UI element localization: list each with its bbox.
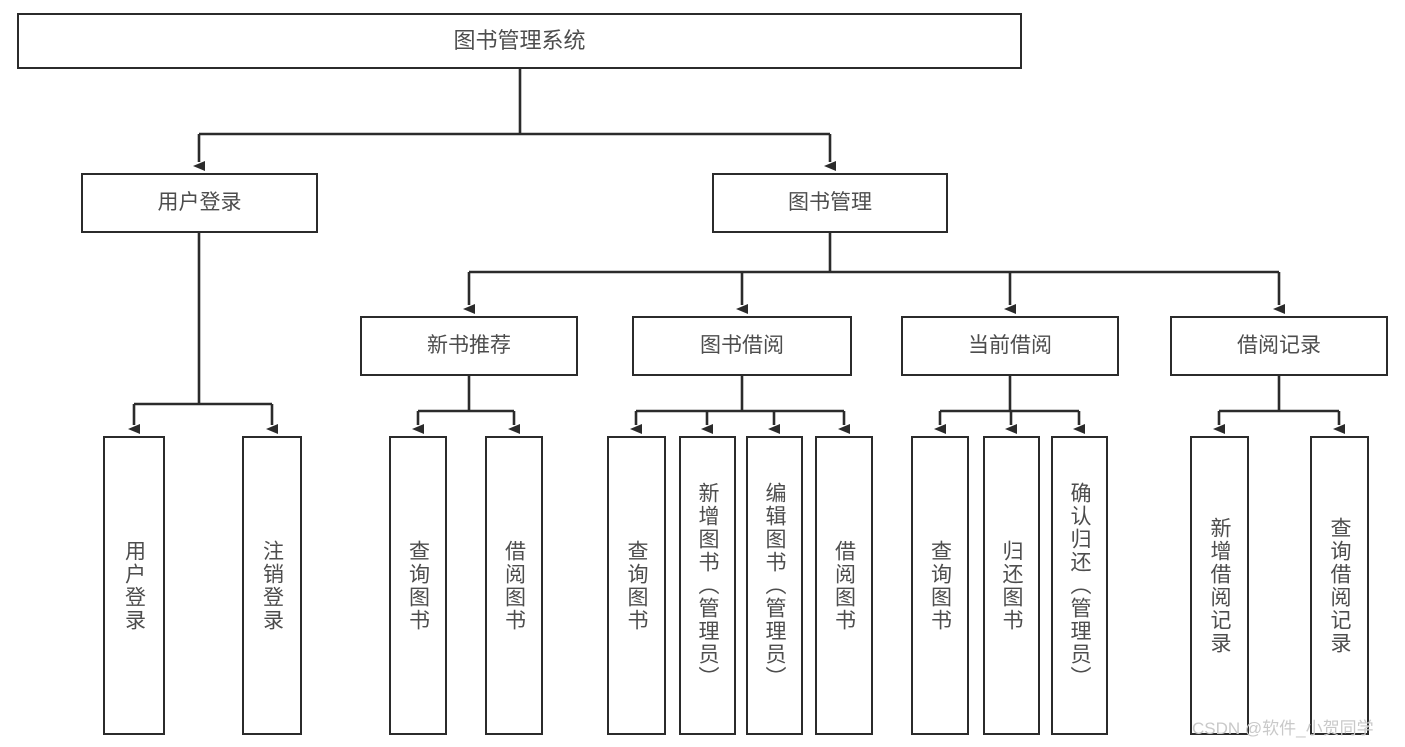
node-new-book-recommend-label: 新书推荐 [427, 333, 511, 357]
node-leaf-borrow-book-1-label: 借阅图书 [502, 539, 526, 632]
node-leaf-query-borrow-record-label: 查询借阅记录 [1328, 516, 1351, 655]
node-leaf-user-logout-label: 注销登录 [260, 539, 284, 632]
node-leaf-query-book-2[interactable]: 查询图书 [607, 436, 666, 735]
watermark: CSDN @软件_小贺同学 [1192, 719, 1374, 738]
node-leaf-query-borrow-record[interactable]: 查询借阅记录 [1310, 436, 1369, 735]
node-leaf-edit-book-label: 编辑图书（管理员） [763, 482, 786, 689]
node-new-book-recommend[interactable]: 新书推荐 [360, 316, 578, 376]
node-leaf-borrow-book-2[interactable]: 借阅图书 [815, 436, 873, 735]
node-current-borrow-label: 当前借阅 [968, 333, 1052, 357]
node-leaf-user-login[interactable]: 用户登录 [103, 436, 165, 735]
node-leaf-borrow-book-1[interactable]: 借阅图书 [485, 436, 543, 735]
node-leaf-query-book-1-label: 查询图书 [406, 539, 430, 632]
node-leaf-confirm-return-label: 确认归还（管理员） [1068, 482, 1091, 689]
node-borrow-record[interactable]: 借阅记录 [1170, 316, 1388, 376]
node-user-login[interactable]: 用户登录 [81, 173, 318, 233]
node-leaf-add-book[interactable]: 新增图书（管理员） [679, 436, 736, 735]
node-leaf-return-book[interactable]: 归还图书 [983, 436, 1040, 735]
node-borrow-record-label: 借阅记录 [1237, 333, 1321, 357]
node-book-manage[interactable]: 图书管理 [712, 173, 948, 233]
node-user-login-label: 用户登录 [157, 190, 242, 214]
node-leaf-user-login-label: 用户登录 [122, 539, 146, 632]
node-leaf-query-book-1[interactable]: 查询图书 [389, 436, 447, 735]
node-leaf-confirm-return[interactable]: 确认归还（管理员） [1051, 436, 1108, 735]
node-root-label: 图书管理系统 [453, 28, 586, 54]
node-leaf-edit-book[interactable]: 编辑图书（管理员） [746, 436, 803, 735]
node-book-manage-label: 图书管理 [788, 190, 872, 214]
node-leaf-add-borrow-record-label: 新增借阅记录 [1208, 516, 1231, 655]
node-root[interactable]: 图书管理系统 [17, 13, 1022, 69]
node-book-borrow[interactable]: 图书借阅 [632, 316, 852, 376]
node-leaf-query-book-2-label: 查询图书 [625, 539, 648, 632]
node-leaf-borrow-book-2-label: 借阅图书 [832, 539, 856, 632]
node-leaf-query-book-3-label: 查询图书 [928, 539, 952, 632]
node-leaf-return-book-label: 归还图书 [1000, 539, 1023, 632]
node-leaf-add-borrow-record[interactable]: 新增借阅记录 [1190, 436, 1249, 735]
node-current-borrow[interactable]: 当前借阅 [901, 316, 1119, 376]
node-book-borrow-label: 图书借阅 [700, 333, 784, 357]
node-leaf-add-book-label: 新增图书（管理员） [696, 482, 719, 689]
node-leaf-user-logout[interactable]: 注销登录 [242, 436, 302, 735]
node-leaf-query-book-3[interactable]: 查询图书 [911, 436, 969, 735]
